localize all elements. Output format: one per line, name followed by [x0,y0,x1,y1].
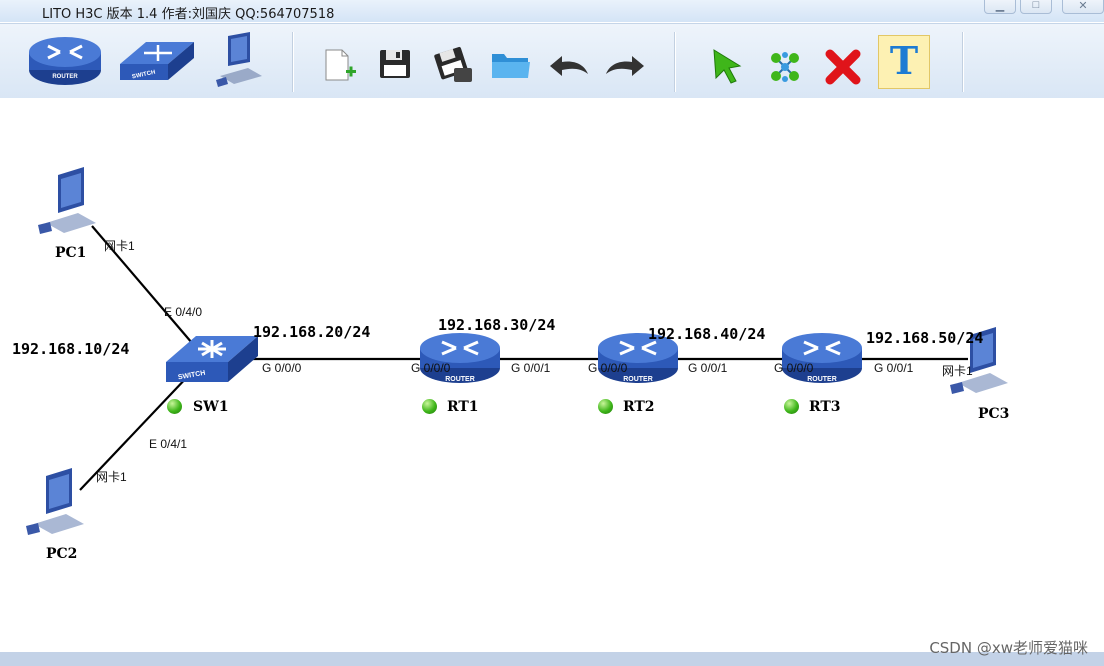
switch-tool-label: SWITCH [132,70,156,81]
sw1-status-dot [167,399,182,414]
new-file-button[interactable] [322,48,358,84]
network-label-30[interactable]: 192.168.30/24 [438,316,556,334]
rt2-icon[interactable]: ROUTER [596,328,680,386]
redo-button[interactable] [604,54,648,78]
network-label-10[interactable]: 192.168.10/24 [12,340,130,358]
rt1-icon[interactable]: ROUTER [418,328,502,386]
rt2-status-dot [598,399,613,414]
status-bar [0,652,1104,666]
rt1-label: RT1 [447,399,479,415]
rt2-label: RT2 [623,399,655,415]
rt2-g000-label: G 0/0/0 [588,361,628,375]
rt1-status-dot [422,399,437,414]
title-bar: LITO H3C 版本 1.4 作者:刘国庆 QQ:564707518 ▁ □ … [0,0,1104,22]
rt3-badge: ROUTER [807,376,837,383]
connect-link-button[interactable] [768,50,802,84]
minimize-button[interactable]: ▁ [984,0,1016,14]
link-pc1-sw1 [91,225,199,351]
pc3-icon[interactable] [950,325,1016,397]
toolbar-separator [962,32,963,92]
network-label-50[interactable]: 192.168.50/24 [866,329,984,347]
rt3-icon[interactable]: ROUTER [780,328,864,386]
select-pointer-button[interactable] [712,48,744,84]
watermark-text: CSDN @xw老师爱猫咪 [929,639,1088,657]
pc2-nic-label: 网卡1 [96,470,127,484]
rt2-g001-label: G 0/0/1 [688,361,728,375]
rt1-badge: ROUTER [445,376,475,383]
rt3-g001-label: G 0/0/1 [874,361,914,375]
network-label-40[interactable]: 192.168.40/24 [648,325,766,343]
pc1-icon[interactable] [38,165,104,237]
toolbar-separator [292,32,293,92]
pc3-nic-label: 网卡1 [942,364,973,378]
sw1-e040-label: E 0/4/0 [164,305,203,319]
toolbar: ROUTER SWITCH [0,23,1104,99]
undo-button[interactable] [546,54,590,78]
rt2-badge: ROUTER [623,376,653,383]
rt1-g001-label: G 0/0/1 [511,361,551,375]
sw1-e041-label: E 0/4/1 [149,437,188,451]
pc2-icon[interactable] [26,466,92,538]
text-tool-button[interactable]: T [878,35,930,89]
router-tool-label: ROUTER [52,74,78,80]
pc1-label: PC1 [55,245,87,261]
close-icon: ✕ [1078,0,1088,12]
sw1-badge: SWITCH [178,370,206,382]
text-tool-icon: T [889,38,919,83]
window-title: LITO H3C 版本 1.4 作者:刘国庆 QQ:564707518 [42,7,335,22]
network-label-20[interactable]: 192.168.20/24 [253,323,371,341]
switch-tool-button[interactable]: SWITCH [116,34,198,88]
router-tool-button[interactable]: ROUTER [26,34,104,88]
open-folder-button[interactable] [490,50,532,80]
sw1-g000-label: G 0/0/0 [262,361,302,375]
rt1-g000-label: G 0/0/0 [411,361,451,375]
save-button[interactable] [378,48,412,80]
pc-tool-button[interactable] [214,32,270,90]
link-pc2-sw1 [79,373,191,491]
toolbar-separator [674,32,675,92]
rt3-g000-label: G 0/0/0 [774,361,814,375]
save-as-button[interactable] [432,46,474,84]
pc2-label: PC2 [46,546,78,562]
rt3-label: RT3 [809,399,841,415]
delete-button[interactable] [822,46,864,88]
maximize-button[interactable]: □ [1020,0,1052,14]
maximize-icon: □ [1032,0,1040,11]
rt3-status-dot [784,399,799,414]
minimize-icon: ▁ [995,0,1005,12]
sw1-label: SW1 [193,399,229,415]
sw1-icon[interactable]: SWITCH [162,328,262,390]
pc1-nic-label: 网卡1 [104,239,135,253]
pc3-label: PC3 [978,406,1010,422]
